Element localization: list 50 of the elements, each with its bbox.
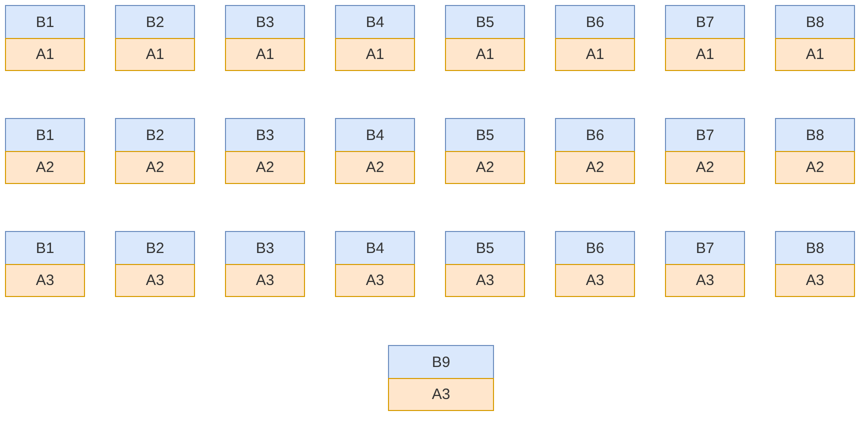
value-box: A2	[555, 151, 635, 184]
value-box: A3	[115, 264, 195, 297]
value-box: A3	[555, 264, 635, 297]
value-box: A2	[225, 151, 305, 184]
header-box: B8	[775, 118, 855, 152]
header-box: B6	[555, 118, 635, 152]
header-box: B7	[665, 118, 745, 152]
value-box: A1	[5, 38, 85, 71]
value-box: A3	[665, 264, 745, 297]
header-box: B3	[225, 118, 305, 152]
header-box: B3	[225, 231, 305, 265]
header-box: B6	[555, 5, 635, 39]
value-box: A3	[335, 264, 415, 297]
value-box: A2	[775, 151, 855, 184]
header-box: B2	[115, 231, 195, 265]
value-box: A1	[555, 38, 635, 71]
value-box: A2	[445, 151, 525, 184]
value-box: A2	[665, 151, 745, 184]
header-box: B4	[335, 231, 415, 265]
value-box: A1	[115, 38, 195, 71]
header-box: B8	[775, 231, 855, 265]
header-box: B5	[445, 5, 525, 39]
value-box: A1	[445, 38, 525, 71]
header-box: B5	[445, 231, 525, 265]
header-box: B2	[115, 118, 195, 152]
value-box: A3	[388, 378, 494, 411]
value-box: A3	[225, 264, 305, 297]
header-box: B4	[335, 118, 415, 152]
header-box: B6	[555, 231, 635, 265]
value-box: A3	[5, 264, 85, 297]
header-box: B1	[5, 118, 85, 152]
value-box: A1	[775, 38, 855, 71]
header-box: B3	[225, 5, 305, 39]
value-box: A1	[225, 38, 305, 71]
value-box: A1	[335, 38, 415, 71]
header-box: B2	[115, 5, 195, 39]
value-box: A3	[775, 264, 855, 297]
header-box: B5	[445, 118, 525, 152]
header-box: B4	[335, 5, 415, 39]
header-box: B7	[665, 231, 745, 265]
header-box: B1	[5, 231, 85, 265]
header-box: B9	[388, 345, 494, 379]
header-box: B8	[775, 5, 855, 39]
header-box: B7	[665, 5, 745, 39]
value-box: A2	[115, 151, 195, 184]
header-box: B1	[5, 5, 85, 39]
value-box: A2	[5, 151, 85, 184]
value-box: A1	[665, 38, 745, 71]
value-box: A3	[445, 264, 525, 297]
value-box: A2	[335, 151, 415, 184]
